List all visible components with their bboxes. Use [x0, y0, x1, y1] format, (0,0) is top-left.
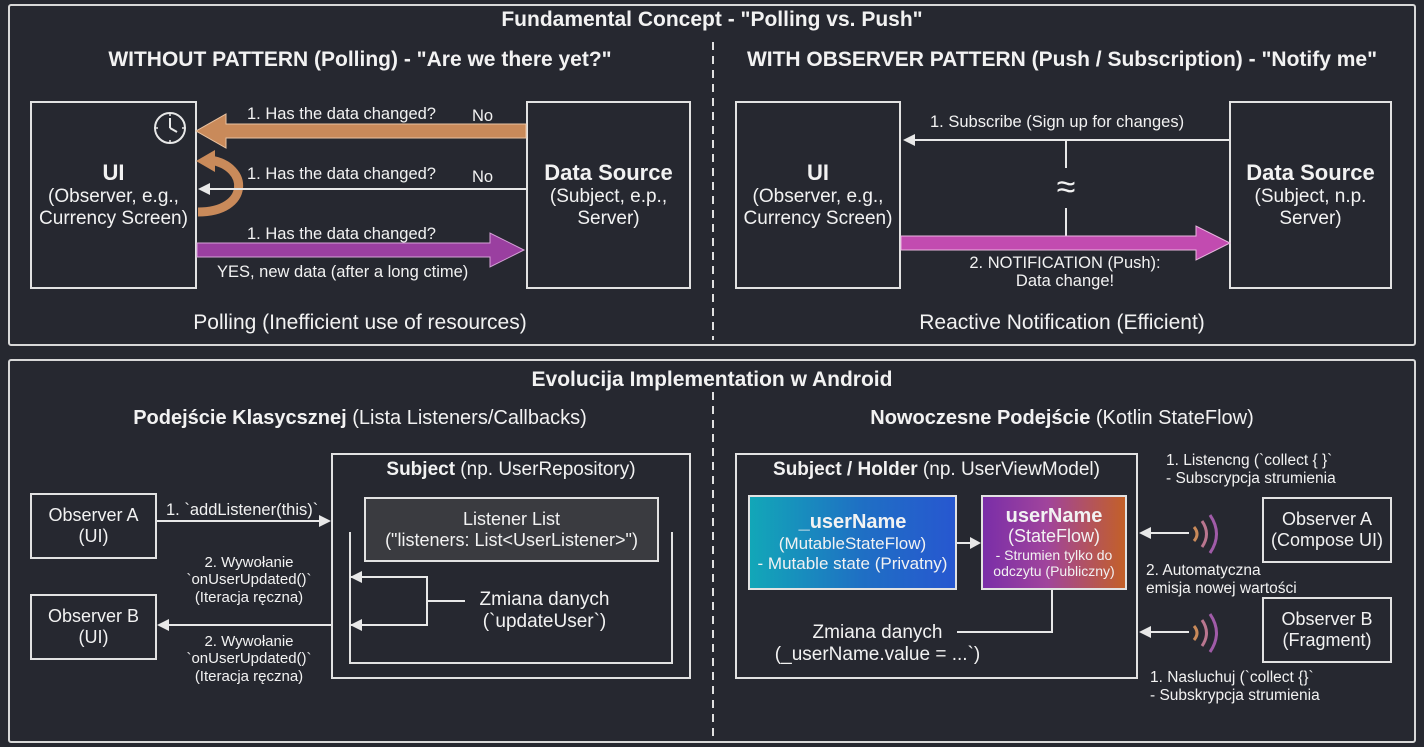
signal-waves-icon — [1192, 514, 1218, 554]
polling-ui-head: UI — [102, 160, 125, 186]
top-title: Fundamental Concept - "Polling vs. Push" — [501, 8, 923, 31]
push-datasource-box: Data Source (Subject, n.p. Server) — [1229, 101, 1392, 289]
classic-observer-b-text: Observer B (UI) — [47, 606, 140, 647]
push-notify-arrow — [900, 225, 1232, 261]
modern-holder-rest: (np. UserViewModel) — [917, 459, 1100, 480]
bottom-panel — [8, 359, 1416, 743]
classic-subject-rest: (np. UserRepository) — [455, 459, 636, 480]
modern-observer-b: Observer B (Fragment) — [1262, 597, 1392, 663]
polling-ds-text: (Subject, e.p., Server) — [549, 186, 668, 229]
modern-observer-a: Observer A (Compose UI) — [1262, 497, 1392, 563]
classic-heading-bold: Podejście Klasycsznej — [133, 407, 347, 429]
classic-observer-a: Observer A (UI) — [30, 493, 157, 559]
modern-observer-a-text: Observer A (Compose UI) — [1270, 509, 1384, 550]
push-footer: Reactive Notification (Efficient) — [919, 311, 1205, 334]
polling-arrow-3 — [196, 232, 526, 268]
polling-ui-text: (Observer, e.g., Currency Screen) — [39, 186, 188, 229]
polling-q2: 1. Has the data changed? — [247, 165, 436, 183]
stateflow-text: - Strumien tylko do odczytu (Publiczny) — [993, 546, 1115, 579]
classic-observer-b: Observer B (UI) — [30, 594, 157, 660]
polling-ds-head: Data Source — [544, 160, 673, 186]
classic-subject-box — [331, 453, 691, 679]
modern-observer-b-text: Observer B (Fragment) — [1281, 609, 1373, 650]
classic-heading-rest: (Lista Listeners/Callbacks) — [346, 407, 587, 429]
push-ui-text: (Observer, e.g., Currency Screen) — [743, 186, 893, 229]
polling-datasource-box: Data Source (Subject, e.p., Server) — [526, 101, 691, 289]
classic-listener-list: Listener List ("listeners: List<UserList… — [364, 497, 659, 562]
classic-listener-list-text: Listener List ("listeners: List<UserList… — [385, 508, 638, 550]
modern-holder-title: Subject / Holder (np. UserViewModel) — [735, 459, 1138, 481]
polling-a2: No — [472, 168, 494, 186]
push-ui-head: UI — [807, 160, 829, 186]
push-notify-label: 2. NOTIFICATION (Push): Data change! — [969, 254, 1161, 291]
modern-heading-rest: (Kotlin StateFlow) — [1090, 407, 1254, 429]
polling-arrow-1 — [194, 113, 527, 149]
classic-call-1: 2. Wywołanie `onUserUpdated()` (Iteracja… — [186, 554, 312, 606]
modern-change-label: Zmiana danych (_userName.value = ...`) — [774, 622, 981, 665]
polling-a3: YES, new data (after a long ctime) — [217, 263, 469, 281]
polling-a1: No — [472, 107, 494, 125]
classic-subject-bold: Subject — [386, 459, 456, 480]
modern-emit: 2. Automatyczna emisja nowej wartości — [1146, 562, 1297, 597]
classic-change-label: Zmiana danych (`updateUser`) — [479, 589, 610, 632]
modern-listen-1: 1. Listencng (`collect { }` - Subscrypcj… — [1166, 452, 1336, 487]
modern-listen-2: 1. Nasluchuj (`collect {}` - Subskrypcja… — [1150, 669, 1320, 704]
push-ui-box: UI (Observer, e.g., Currency Screen) — [735, 101, 901, 289]
push-ds-head: Data Source — [1246, 160, 1375, 186]
push-heading: WITH OBSERVER PATTERN (Push / Subscripti… — [746, 48, 1378, 71]
top-panel — [8, 4, 1416, 346]
modern-heading-bold: Nowoczesne Podejście — [870, 407, 1091, 429]
bottom-title: Evolucija Implementation w Android — [531, 368, 893, 391]
polling-q3: 1. Has the data changed? — [247, 225, 436, 243]
push-ds-text: (Subject, n.p. Server) — [1254, 186, 1367, 229]
modern-heading: Nowoczesne Podejście (Kotlin StateFlow) — [722, 407, 1402, 430]
polling-footer: Polling (Inefficient use of resources) — [193, 311, 527, 334]
push-subscribe-label: 1. Subscribe (Sign up for changes) — [930, 113, 1185, 131]
mutable-text: (MutableStateFlow) - Mutable state (Priv… — [757, 534, 948, 573]
stateflow-box: userName (StateFlow) - Strumien tylko do… — [981, 495, 1127, 590]
polling-q1: 1. Has the data changed? — [247, 105, 436, 123]
classic-add-label: 1. `addListener(this)` — [166, 501, 319, 519]
classic-call-2: 2. Wywołanie `onUserUpdated()` (Iteracja… — [186, 633, 312, 685]
clock-icon — [154, 112, 186, 144]
stateflow-sub: (StateFlow) — [1007, 526, 1101, 546]
mutable-stateflow-box: _userName (MutableStateFlow) - Mutable s… — [748, 495, 957, 590]
classic-subject-title: Subject (np. UserRepository) — [331, 459, 691, 481]
mutable-head: _userName — [798, 511, 907, 534]
polling-heading: WITHOUT PATTERN (Polling) - "Are we ther… — [108, 48, 612, 71]
modern-holder-bold: Subject / Holder — [773, 459, 918, 480]
polling-ui-box: UI (Observer, e.g., Currency Screen) — [30, 101, 197, 289]
classic-observer-a-text: Observer A (UI) — [48, 505, 139, 546]
push-wait-icon: ≈ — [1056, 168, 1076, 206]
signal-waves-icon — [1192, 613, 1218, 653]
classic-heading: Podejście Klasycsznej (Lista Listeners/C… — [20, 407, 700, 430]
stateflow-head: userName — [1005, 505, 1103, 527]
